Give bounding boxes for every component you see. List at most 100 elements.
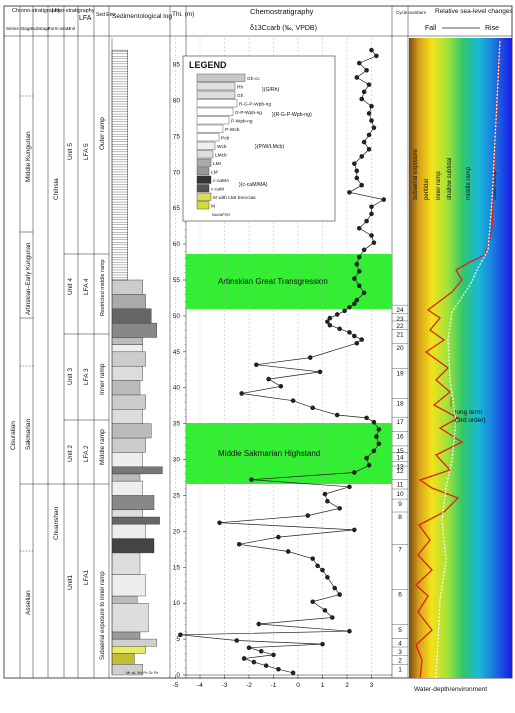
- log-bed: [111, 337, 143, 345]
- log-bed: [111, 595, 138, 604]
- cycle-number: 18: [396, 401, 404, 408]
- chemo-point: [356, 269, 362, 274]
- chemo-point: [342, 308, 347, 314]
- log-bed: [111, 308, 152, 324]
- formation-chuanshan: Chuanshan: [53, 506, 60, 540]
- log-bed: [111, 480, 143, 496]
- stage-artinskian: Artinskian–Early Kungurian: [26, 243, 32, 315]
- chemo-point: [359, 337, 365, 342]
- chemo-point: [317, 369, 323, 375]
- chemo-tick-label: -2: [246, 682, 252, 689]
- header-log: Sedimentological log: [112, 13, 172, 20]
- series-label: Cisuralian: [10, 421, 17, 450]
- cycle-number: 11: [397, 482, 404, 489]
- chemo-point: [364, 415, 369, 421]
- thickness-tick-label: 35: [173, 421, 181, 428]
- unit-4: Unit 4: [67, 278, 74, 295]
- chemo-point: [361, 89, 367, 95]
- log-bed: [111, 538, 155, 554]
- chemo-point: [361, 247, 367, 253]
- chemo-point: [241, 656, 247, 661]
- chemo-point: [369, 118, 374, 123]
- cycle-number: 3: [398, 649, 402, 656]
- chemo-point: [278, 383, 284, 389]
- cycle-number: 7: [398, 546, 402, 553]
- unit-1: Unit1: [67, 574, 74, 590]
- chemo-point: [325, 498, 330, 504]
- chemo-point: [354, 75, 360, 80]
- chemo-point: [322, 608, 328, 613]
- legend-item-label: P-Wpb-ng: [231, 119, 253, 125]
- header-litho: Litho-stratigraphy: [52, 8, 95, 14]
- chemo-tick-label: 0: [296, 682, 300, 689]
- chemo-point: [249, 477, 254, 482]
- chemo-point: [330, 615, 335, 620]
- legend-swatch: [196, 141, 216, 150]
- header-fall: Fall: [425, 25, 437, 32]
- sealevel-env-label: middle ramp: [466, 166, 472, 200]
- legend-swatch: [196, 158, 212, 167]
- chemo-point: [381, 197, 387, 202]
- chemo-point: [371, 125, 377, 131]
- chemo-point: [356, 254, 362, 260]
- cycle-number: 1: [398, 666, 402, 673]
- stage-middle-kungurian: Middle Kungurian: [25, 131, 32, 182]
- legend-swatch: [196, 167, 210, 176]
- header-chemo-axis: δ13Ccarb (‰, VPDB): [250, 25, 317, 32]
- thickness-tick-label: 85: [173, 62, 181, 69]
- legend-axis: MwLWPGR: [212, 213, 230, 217]
- chemo-point: [369, 204, 374, 210]
- chemo-point: [366, 132, 372, 138]
- chemo-point: [307, 355, 313, 360]
- log-bed: [111, 638, 157, 647]
- lfa-5: LFA 5: [83, 143, 90, 160]
- chemo-point: [337, 592, 342, 597]
- sealevel-curve-long: [435, 39, 501, 679]
- chemo-point: [322, 491, 328, 497]
- chemo-tick-label: 3: [370, 682, 374, 689]
- legend-swatch: [196, 192, 212, 201]
- cycle-number: 24: [396, 307, 404, 314]
- header-unit: Unit: [67, 26, 76, 31]
- chemo-point: [266, 376, 271, 382]
- thickness-tick-label: 65: [173, 205, 181, 212]
- chemo-point: [374, 53, 379, 59]
- chemo-point: [354, 297, 360, 303]
- cycle-number: 16: [396, 434, 404, 441]
- chemo-point: [337, 326, 342, 332]
- water-depth-label: Water-depth/environment: [414, 686, 487, 693]
- thickness-tick-label: 45: [173, 349, 181, 356]
- chemo-point: [359, 154, 365, 159]
- legend-item-label: Gh-cc: [247, 76, 260, 82]
- legend-item-label: Pcb: [221, 136, 230, 142]
- legend-swatch: [196, 73, 246, 82]
- stage-boundaries: [20, 231, 109, 485]
- log-bed: [111, 495, 155, 511]
- chemo-tick-label: -3: [222, 682, 228, 689]
- chemo-point: [352, 276, 357, 281]
- header-lfa: LFA: [79, 15, 92, 22]
- chemo-point: [369, 47, 374, 53]
- chemo-point: [271, 652, 276, 658]
- chemo-point: [258, 649, 264, 654]
- thickness-tick-label: 80: [173, 97, 181, 104]
- chemo-point: [246, 645, 252, 651]
- log-bed: [111, 423, 152, 439]
- stage-sakmarian: Sakmarian: [25, 419, 32, 450]
- chemo-point: [366, 82, 372, 87]
- thickness-tick-label: 55: [173, 277, 181, 284]
- formation-chihsia: Chihsia: [53, 178, 60, 200]
- sealevel-curves: [415, 39, 501, 679]
- thickness-tick-label: 75: [173, 133, 181, 140]
- header-rise: Rise: [485, 25, 499, 32]
- cycle-number: 23: [396, 316, 404, 323]
- cycle-number: 10: [396, 491, 404, 498]
- legend-group-label: }(R-G-P-Wpb-ng): [272, 112, 312, 118]
- env-restricted-middle-ramp: Restricted middle ramp: [100, 259, 106, 316]
- chemo-point: [364, 67, 369, 73]
- legend-item-label: M: [211, 204, 215, 210]
- legend-box: LEGEND Gh-ccRhGhR-G-P-Wpb-ngG-P-Wpb-ngP-…: [182, 55, 336, 222]
- thickness-tick-label: 30: [173, 457, 181, 464]
- thickness-tick-label: 40: [173, 385, 181, 392]
